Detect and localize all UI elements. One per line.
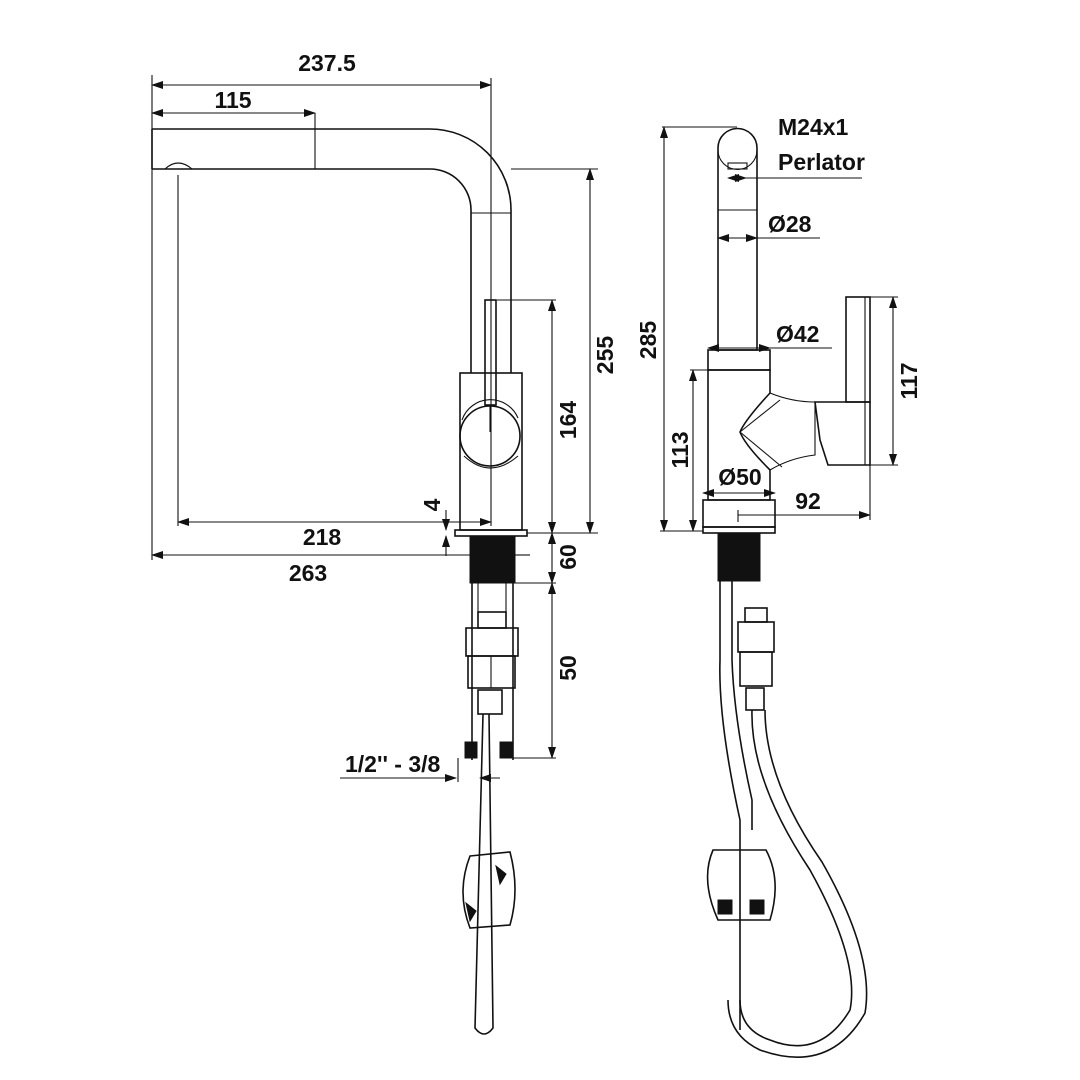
dim-237-5: 237.5 <box>298 50 356 76</box>
threaded-shank <box>469 535 516 584</box>
connector-nut <box>477 611 507 629</box>
spout-outline <box>152 128 512 373</box>
pullout-hose-loop <box>739 709 853 1047</box>
dim-50: 50 <box>555 655 581 681</box>
dim-255: 255 <box>592 336 618 375</box>
dim-base-diameter: Ø50 <box>718 464 761 490</box>
dim-263: 263 <box>289 560 327 586</box>
aerator-name-label: Perlator <box>778 149 865 175</box>
weight-screw-bottom <box>465 901 477 923</box>
spout-inner-outline <box>152 168 472 373</box>
dim-115: 115 <box>214 87 251 113</box>
front-base <box>702 499 776 528</box>
front-view: 285 113 M24x1 Perlator Ø28 Ø42 117 Ø50 9… <box>635 114 922 1058</box>
dim-neck-diameter: Ø42 <box>776 321 819 347</box>
weight-screw-top <box>495 864 507 886</box>
front-hose-weight <box>706 849 776 921</box>
front-threaded-shank <box>717 532 761 582</box>
connector-tail <box>477 689 503 715</box>
aerator-outlet <box>164 162 193 170</box>
spout-tube <box>717 127 758 351</box>
dim-92: 92 <box>795 488 821 514</box>
base-plate <box>454 529 528 537</box>
aerator-thread-label: M24x1 <box>778 114 849 140</box>
lever-handle <box>845 296 871 403</box>
dim-117: 117 <box>896 362 922 399</box>
front-hose-outer <box>719 581 741 1030</box>
pullout-hose <box>474 713 494 1035</box>
aerator-head <box>717 149 758 170</box>
dim-285: 285 <box>635 321 661 360</box>
dim-spout-diameter: Ø28 <box>768 211 812 237</box>
dim-164: 164 <box>555 401 581 440</box>
lever-hub <box>814 401 871 466</box>
lever-cap <box>461 399 519 421</box>
quick-connector <box>465 627 519 657</box>
dim-60: 60 <box>555 544 581 570</box>
cartridge-housing <box>769 392 816 471</box>
hose-fitting-right <box>499 741 513 759</box>
dim-connection: 1/2'' - 3/8 <box>345 751 441 777</box>
dim-4: 4 <box>419 498 445 511</box>
side-view: 237.5 115 255 164 218 263 4 60 50 1/2'' … <box>151 50 618 1035</box>
hose-fitting-left <box>464 741 478 759</box>
dim-218: 218 <box>303 524 342 550</box>
hose-weight <box>462 851 516 929</box>
dim-113: 113 <box>667 431 693 468</box>
front-quick-connector <box>737 621 775 653</box>
neck <box>707 349 771 371</box>
